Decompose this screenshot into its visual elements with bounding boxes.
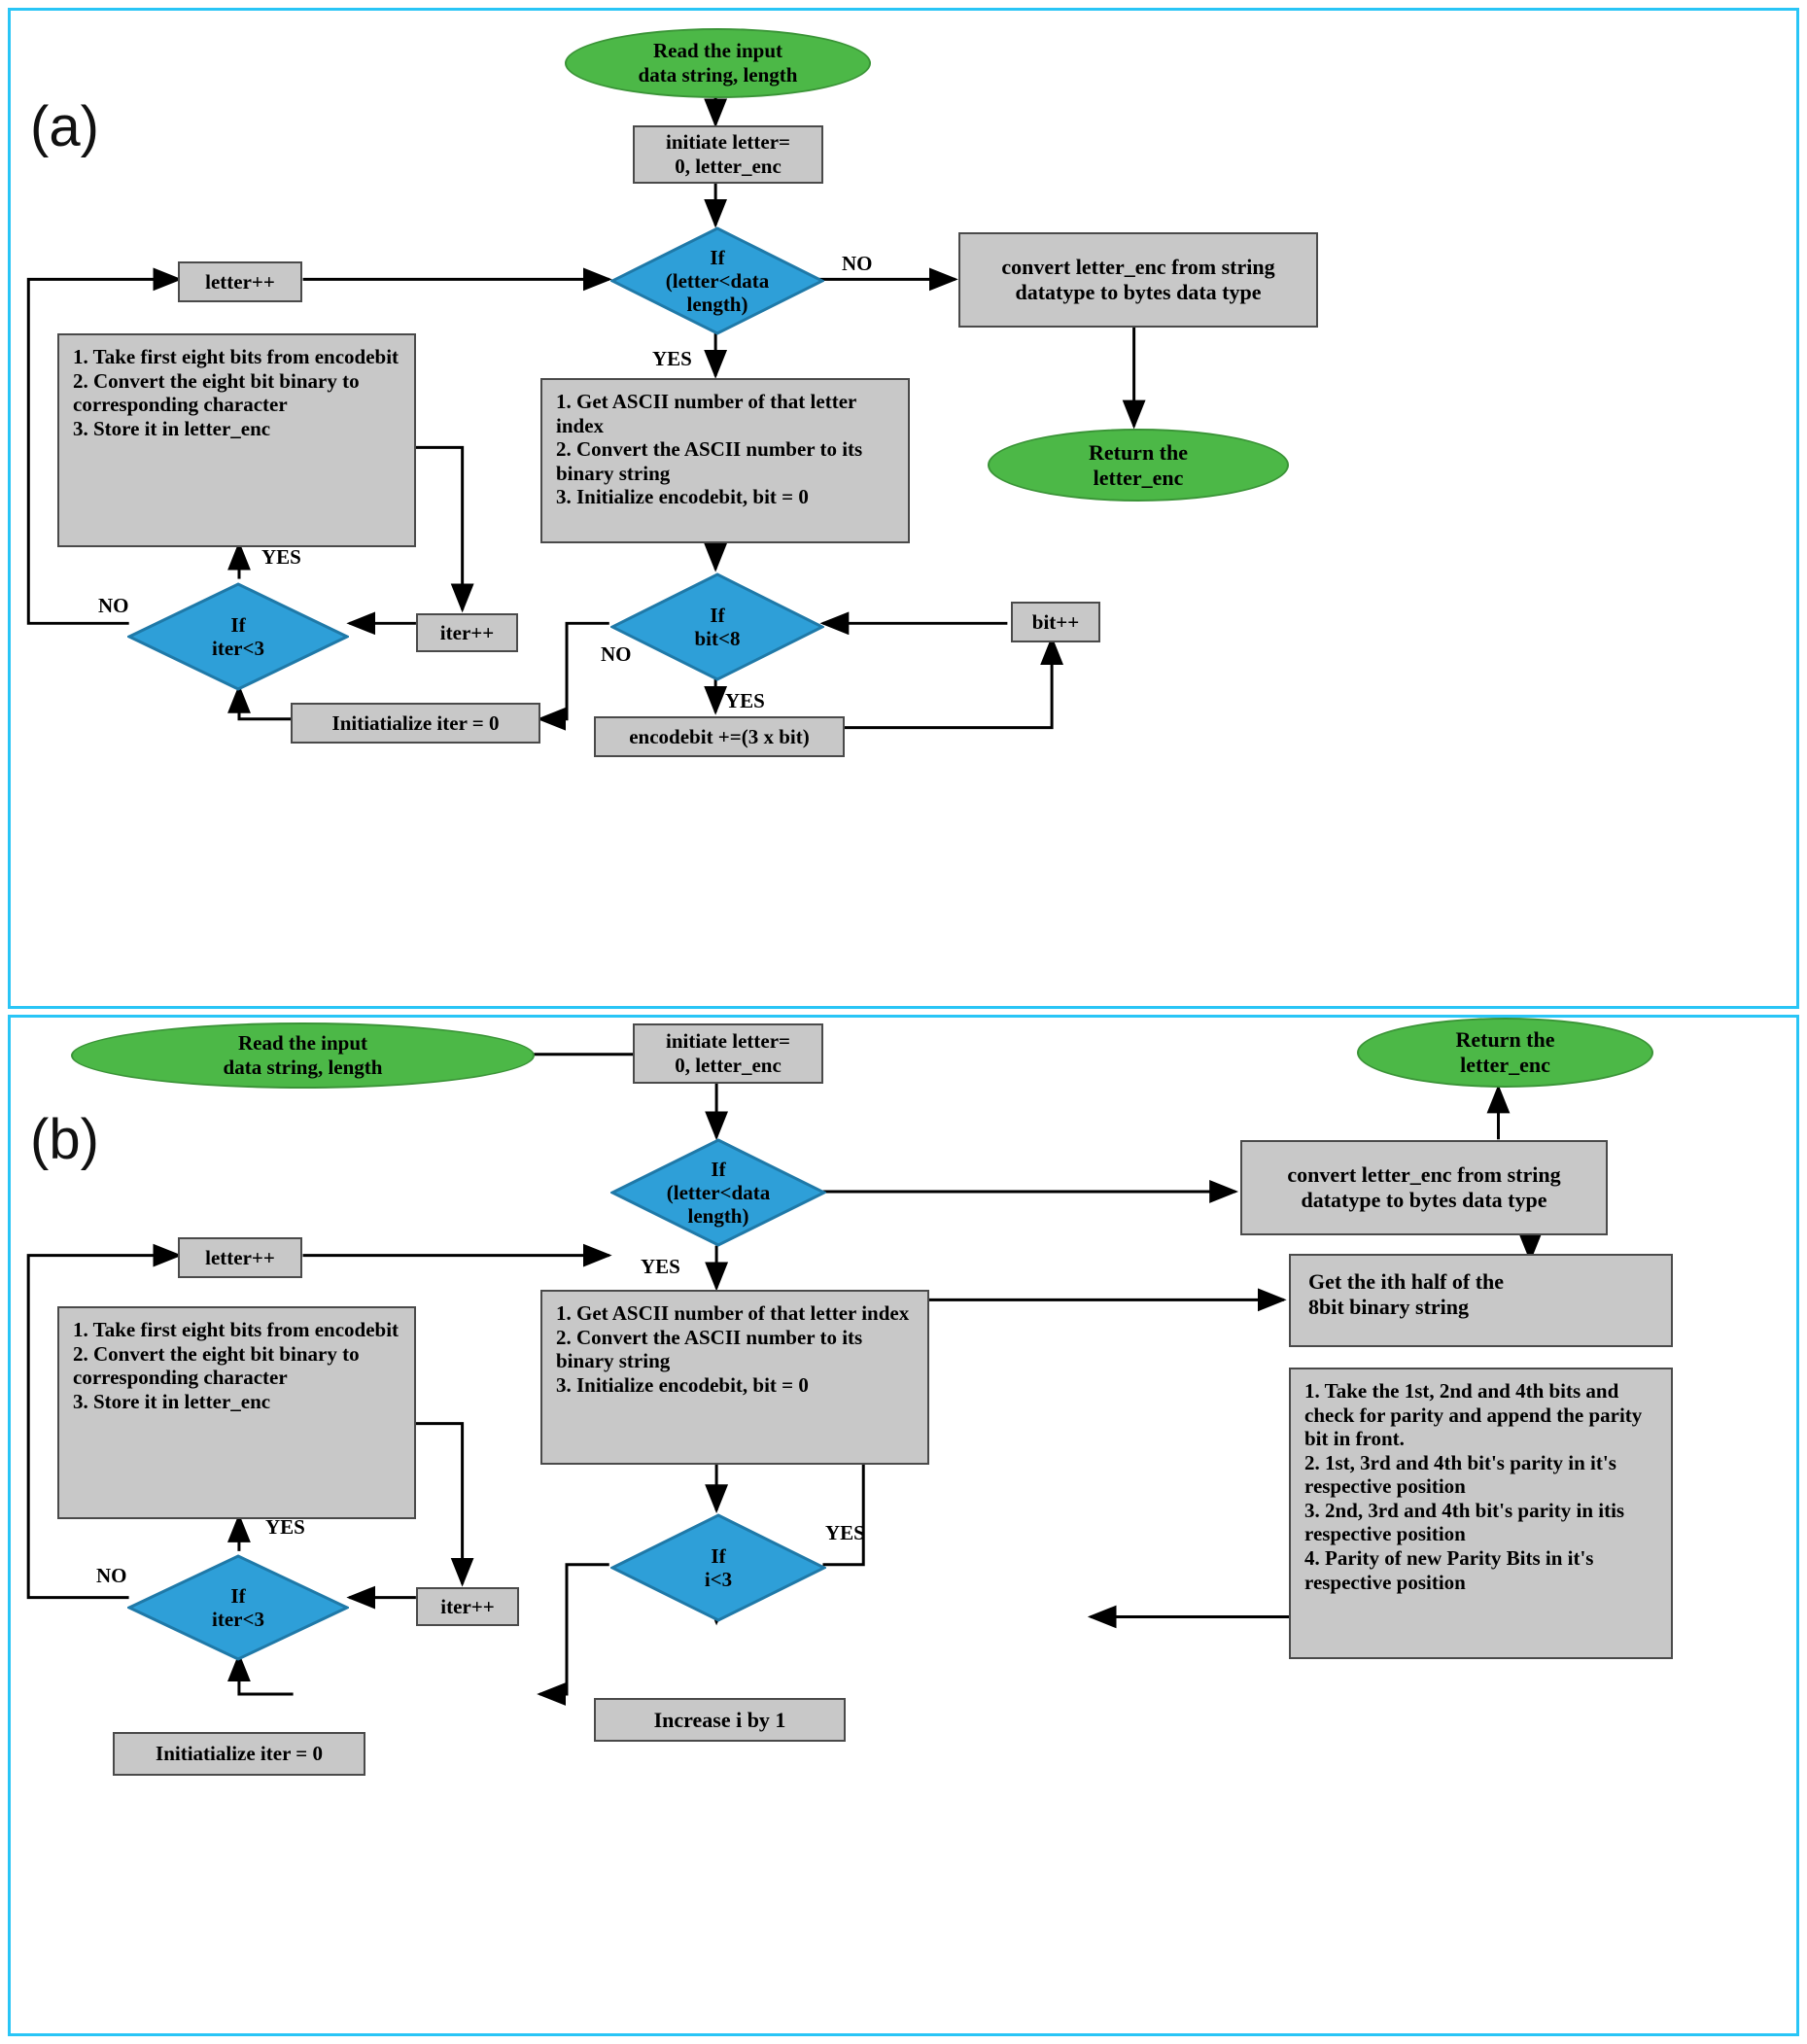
- ascii-step-1: 1. Get ASCII number of that letter index: [556, 390, 856, 437]
- take-bits-step-2: 2. Convert the eight bit binary to corre…: [73, 368, 360, 417]
- node-iter-increment-b: iter++: [416, 1587, 519, 1626]
- edge-label-no-iter-b: NO: [96, 1564, 127, 1587]
- node-if-iter-b: If iter<3: [127, 1554, 349, 1661]
- node-ascii-steps-a: 1. Get ASCII number of that letter index…: [540, 378, 910, 543]
- node-increase-i-b: Increase i by 1: [594, 1698, 846, 1742]
- node-if-letter-a: If (letter<data length): [610, 226, 824, 335]
- node-if-bit-a: If bit<8: [610, 572, 824, 681]
- take-bits-step-1: 1. Take first eight bits from encodebit: [73, 1318, 400, 1341]
- panel-a: (a) Read the input data string, length i…: [8, 8, 1799, 1009]
- edge-label-yes-i-b: YES: [825, 1521, 865, 1544]
- node-ascii-steps-b: 1. Get ASCII number of that letter index…: [540, 1290, 929, 1465]
- node-take-bits-a: 1. Take first eight bits from encodebit …: [57, 333, 416, 547]
- edge-label-yes-letter-b: YES: [641, 1255, 680, 1278]
- node-encodebit-a: encodebit +=(3 x bit): [594, 716, 845, 757]
- node-get-half-b: Get the ith half of the 8bit binary stri…: [1289, 1254, 1673, 1347]
- ascii-step-3: 3. Initialize encodebit, bit = 0: [556, 485, 809, 509]
- node-if-letter-b: If (letter<data length): [610, 1138, 826, 1247]
- node-letter-increment-b: letter++: [178, 1237, 302, 1278]
- ascii-step-1: 1. Get ASCII number of that letter index: [556, 1301, 910, 1325]
- node-convert-bytes-b: convert letter_enc from string datatype …: [1240, 1140, 1608, 1235]
- take-bits-step-1: 1. Take first eight bits from encodebit: [73, 345, 400, 368]
- panel-b: (b) Read the input data string, length i…: [8, 1015, 1799, 2036]
- edge-label-no-iter-a: NO: [98, 594, 129, 617]
- ascii-step-2: 2. Convert the ASCII number to its binar…: [556, 437, 863, 485]
- take-bits-step-3: 3. Store it in letter_enc: [73, 1389, 271, 1413]
- node-init-iter-a: Initiatialize iter = 0: [291, 703, 540, 744]
- parity-step-2: 2. 1st, 3rd and 4th bit's parity in it's…: [1304, 1450, 1616, 1499]
- node-init-iter-b: Initiatialize iter = 0: [113, 1732, 365, 1776]
- node-start-b: Read the input data string, length: [71, 1022, 535, 1089]
- edge-label-yes-iter-a: YES: [261, 545, 301, 569]
- node-return-b: Return the letter_enc: [1357, 1018, 1653, 1088]
- node-start-a: Read the input data string, length: [565, 28, 871, 98]
- panel-a-connectors: [26, 97, 1146, 731]
- node-if-i-b: If i<3: [610, 1513, 826, 1622]
- edge-label-yes-letter-a: YES: [652, 347, 692, 370]
- edge-label-no-letter-a: NO: [842, 252, 873, 275]
- ascii-step-2: 2. Convert the ASCII number to its binar…: [556, 1325, 863, 1373]
- panel-a-label: (a): [30, 95, 99, 158]
- parity-step-3: 3. 2nd, 3rd and 4th bit's parity in itis…: [1304, 1498, 1625, 1546]
- node-take-bits-b: 1. Take first eight bits from encodebit …: [57, 1306, 416, 1519]
- node-if-iter-a: If iter<3: [127, 582, 349, 691]
- parity-step-4: 4. Parity of new Parity Bits in it's res…: [1304, 1545, 1594, 1594]
- node-init-a: initiate letter= 0, letter_enc: [633, 125, 823, 184]
- panel-b-label: (b): [30, 1108, 99, 1171]
- node-return-a: Return the letter_enc: [988, 429, 1289, 502]
- ascii-step-3: 3. Initialize encodebit, bit = 0: [556, 1372, 809, 1397]
- node-parity-steps-b: 1. Take the 1st, 2nd and 4th bits and ch…: [1289, 1368, 1673, 1659]
- node-convert-bytes-a: convert letter_enc from string datatype …: [958, 232, 1318, 328]
- node-iter-increment-a: iter++: [416, 613, 518, 652]
- node-bit-increment-a: bit++: [1011, 602, 1100, 642]
- node-letter-increment-a: letter++: [178, 261, 302, 302]
- edge-label-no-bit-a: NO: [601, 642, 632, 666]
- take-bits-step-2: 2. Convert the eight bit binary to corre…: [73, 1341, 360, 1390]
- edge-label-yes-bit-a: YES: [725, 689, 765, 712]
- node-init-b: initiate letter= 0, letter_enc: [633, 1023, 823, 1084]
- edge-label-yes-iter-b: YES: [265, 1515, 305, 1539]
- parity-step-1: 1. Take the 1st, 2nd and 4th bits and ch…: [1304, 1379, 1643, 1451]
- take-bits-step-3: 3. Store it in letter_enc: [73, 416, 271, 440]
